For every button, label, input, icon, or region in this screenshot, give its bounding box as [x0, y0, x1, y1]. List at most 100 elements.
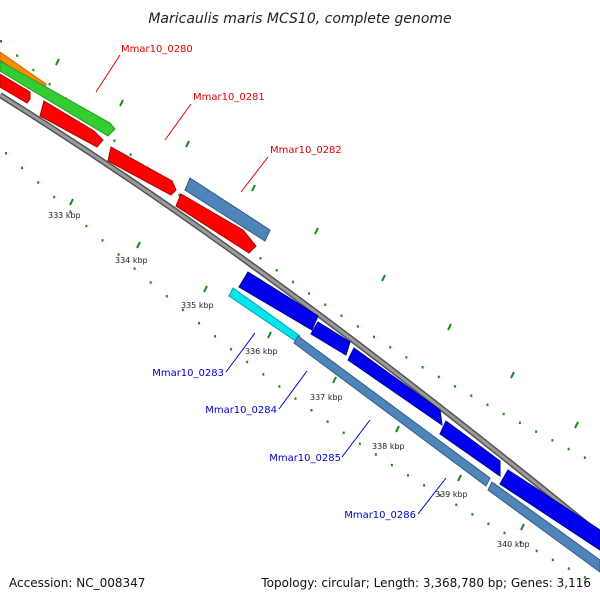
label-leaders: [95, 54, 447, 515]
ruler-tick: [136, 241, 141, 249]
cds-feature-mmar10-0285[interactable]: [347, 347, 443, 427]
guide-dot: [471, 513, 474, 516]
guide-dot: [356, 325, 359, 328]
position-ruler: [55, 58, 579, 531]
map-title: Maricaulis maris MCS10, complete genome: [148, 11, 451, 27]
guide-dot: [32, 68, 35, 72]
guide-dot: [85, 224, 88, 228]
tick-labels: 333 kbp 334 kbp 335 kbp 336 kbp 337 kbp …: [48, 211, 530, 549]
guide-dot: [117, 253, 120, 256]
guide-dot: [149, 281, 152, 284]
feature-track-outer: [0, 51, 116, 137]
guide-dot: [165, 295, 168, 298]
ruler-tick: [185, 140, 190, 148]
cds-feature-mmar10-0281[interactable]: [107, 146, 177, 196]
guide-dot: [437, 375, 440, 379]
cds-feature-0279[interactable]: [0, 73, 31, 104]
guide-dot: [326, 420, 329, 423]
guide-dot: [246, 360, 249, 364]
guide-dot: [519, 540, 522, 544]
gene-label-mmar10-0284[interactable]: Mmar10_0284: [205, 405, 277, 416]
gene-feature-mmar10-0282[interactable]: [184, 177, 271, 242]
gene-label-mmar10-0286[interactable]: Mmar10_0286: [344, 510, 416, 521]
guide-dot: [101, 239, 104, 242]
guide-dot: [583, 456, 586, 459]
gene-feature-mmar10-0283-0285[interactable]: [293, 335, 491, 487]
guide-dot: [275, 269, 278, 272]
cds-feature-mmar10-0284[interactable]: [310, 321, 351, 356]
guide-dot: [389, 346, 392, 349]
ruler-tick: [447, 323, 452, 331]
tick-label: 334 kbp: [115, 256, 148, 265]
guide-dot: [291, 280, 294, 284]
guide-dot: [340, 314, 343, 317]
gene-label-mmar10-0281[interactable]: Mmar10_0281: [193, 92, 265, 103]
guide-dot: [374, 453, 377, 456]
guide-dot: [53, 195, 56, 199]
gene-feature-mmar10-0286[interactable]: [487, 481, 600, 573]
guide-dot: [308, 292, 311, 295]
guide-dot: [181, 308, 184, 312]
gene-label-mmar10-0280[interactable]: Mmar10_0280: [121, 44, 193, 55]
guide-dot: [262, 373, 265, 376]
guide-dot: [567, 567, 570, 570]
ruler-tick: [55, 58, 60, 66]
tick-label: 338 kbp: [372, 442, 405, 451]
ruler-tick: [395, 425, 400, 433]
guide-dot: [5, 152, 7, 155]
gene-feature-mmar10-0280[interactable]: [0, 60, 116, 137]
ruler-tick: [332, 376, 337, 384]
gene-label-mmar10-0282[interactable]: Mmar10_0282: [270, 145, 342, 156]
tick-label: 336 kbp: [245, 347, 278, 356]
guide-dot: [470, 394, 473, 397]
ruler-tick: [203, 285, 208, 293]
guide-dot: [278, 385, 281, 388]
genome-backbone: [0, 92, 600, 538]
guide-dot: [535, 549, 538, 553]
gene-label-mmar10-0285[interactable]: Mmar10_0285: [269, 453, 341, 464]
cds-feature-mmar10-0286b[interactable]: [499, 469, 600, 551]
guide-dot: [421, 366, 424, 369]
guide-dot: [405, 356, 408, 359]
guide-dot: [390, 463, 393, 467]
feature-track-forward-cds: [0, 73, 257, 254]
guide-dot: [486, 403, 489, 407]
guide-dot: [551, 439, 554, 442]
topology-text: Topology: circular; Length: 3,368,780 bp…: [261, 576, 591, 590]
guide-dot: [535, 430, 538, 433]
cds-feature-mmar10-0282[interactable]: [175, 193, 257, 254]
ruler-tick: [520, 523, 525, 531]
guide-dot: [454, 385, 457, 388]
guide-dot: [502, 412, 505, 416]
guide-dot: [518, 421, 521, 425]
guide-dot: [198, 321, 200, 325]
guide-dot: [129, 153, 132, 156]
accession-text: Accession: NC_008347: [9, 576, 146, 590]
guide-dot: [21, 166, 24, 170]
tick-label: 340 kbp: [497, 540, 530, 549]
cds-feature-mmar10-0286a[interactable]: [439, 420, 501, 477]
tick-label: 337 kbp: [310, 393, 343, 402]
guide-dot: [324, 303, 327, 306]
feature-track-reverse-gene: [228, 287, 600, 573]
gene-label-mmar10-0283[interactable]: Mmar10_0283: [152, 368, 224, 379]
ruler-tick: [314, 227, 319, 235]
tick-label: 335 kbp: [181, 301, 214, 310]
guide-dot: [407, 474, 409, 477]
guide-dot: [113, 139, 116, 142]
guide-dot: [583, 576, 586, 579]
cds-feature-mmar10-0283[interactable]: [238, 271, 319, 331]
cds-feature-mmar10-0280[interactable]: [39, 100, 104, 148]
ruler-tick: [574, 421, 579, 429]
ruler-tick: [251, 184, 256, 192]
guide-dot: [358, 442, 361, 446]
guide-dot: [551, 558, 554, 562]
guide-dot: [0, 40, 2, 43]
guide-dot: [69, 210, 72, 213]
ruler-tick: [510, 371, 515, 379]
guide-dot: [455, 503, 458, 507]
feature-track-forward-gene: [184, 177, 271, 242]
guide-dot: [503, 531, 506, 535]
